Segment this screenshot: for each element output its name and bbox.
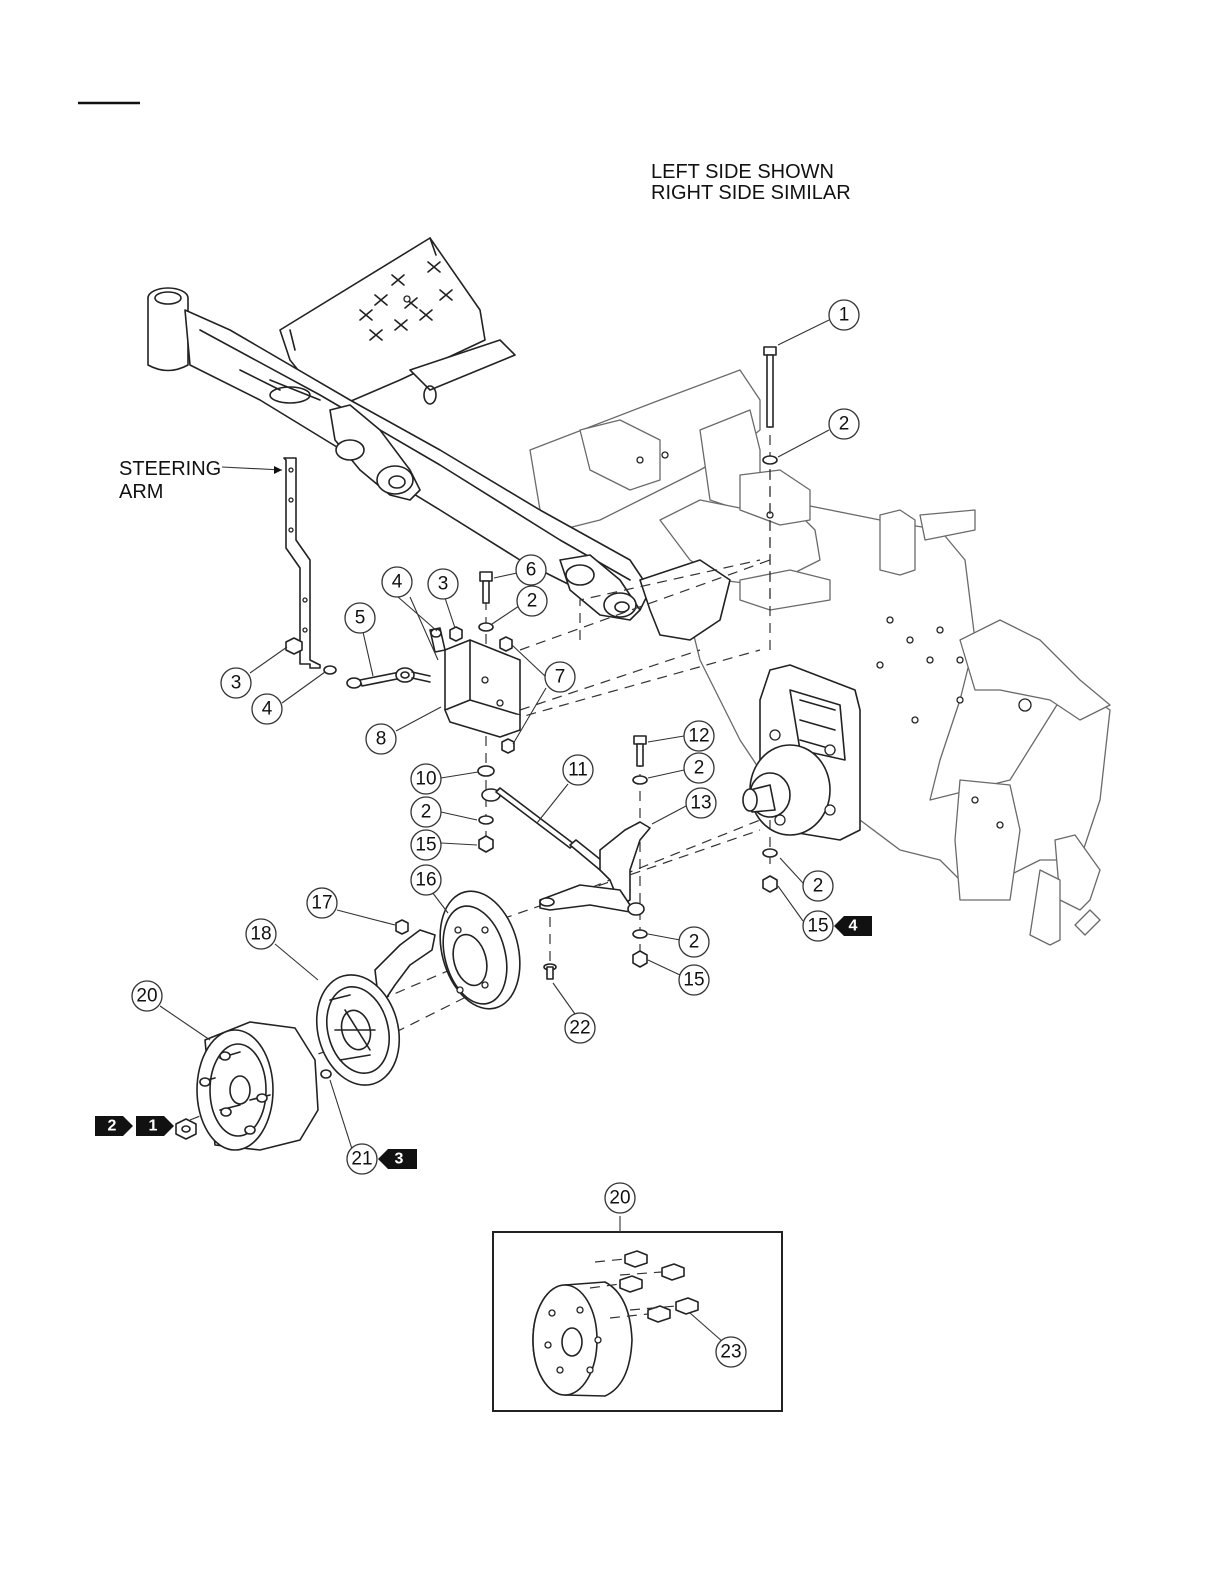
svg-text:4: 4 (262, 699, 273, 720)
svg-text:4: 4 (392, 572, 403, 593)
svg-text:2: 2 (694, 758, 705, 779)
svg-text:2: 2 (813, 876, 824, 897)
svg-text:5: 5 (355, 608, 366, 629)
callout-7: 7 (545, 662, 575, 692)
svg-text:7: 7 (555, 667, 566, 688)
svg-text:3: 3 (395, 1151, 404, 1168)
svg-text:1: 1 (839, 305, 850, 326)
svg-text:16: 16 (415, 870, 436, 891)
callout-1: 1 (829, 300, 859, 330)
callout-21: 21 (347, 1144, 377, 1174)
callout-2: 2 (684, 753, 714, 783)
svg-text:10: 10 (415, 769, 436, 790)
detail-box (493, 1232, 782, 1411)
callout-17: 17 (307, 888, 337, 918)
svg-text:3: 3 (231, 673, 242, 694)
callout-18: 18 (246, 919, 276, 949)
callout-4: 4 (382, 567, 412, 597)
svg-text:21: 21 (351, 1149, 372, 1170)
callout-11: 11 (563, 755, 593, 785)
note-flag-3: 3 (378, 1149, 417, 1169)
svg-text:2: 2 (527, 591, 538, 612)
svg-text:20: 20 (609, 1188, 630, 1209)
svg-text:2: 2 (689, 932, 700, 953)
svg-text:12: 12 (688, 726, 709, 747)
callout-22: 22 (565, 1013, 595, 1043)
callout-23: 23 (716, 1337, 746, 1367)
callout-2: 2 (679, 927, 709, 957)
lug-nut (176, 1119, 196, 1139)
svg-text:15: 15 (807, 916, 828, 937)
mount-bracket (430, 627, 520, 753)
svg-text:23: 23 (720, 1342, 741, 1363)
svg-text:2: 2 (108, 1118, 117, 1135)
steering-arm (284, 458, 320, 668)
callout-3: 3 (221, 668, 251, 698)
brake-drum (197, 1022, 318, 1150)
svg-text:22: 22 (569, 1018, 590, 1039)
callout-4: 4 (252, 694, 282, 724)
svg-text:17: 17 (311, 893, 332, 914)
steering-arm-label-line1: STEERING (119, 458, 221, 480)
callout-15: 15 (679, 965, 709, 995)
svg-text:15: 15 (415, 835, 436, 856)
side-note-line2: RIGHT SIDE SIMILAR (651, 182, 851, 204)
note-flag-2: 2 (95, 1116, 133, 1136)
svg-text:8: 8 (376, 729, 387, 750)
steering-arm-label-line2: ARM (119, 481, 163, 503)
svg-text:18: 18 (250, 924, 271, 945)
svg-text:6: 6 (526, 560, 537, 581)
callout-20: 20 (132, 981, 162, 1011)
callout-2: 2 (517, 586, 547, 616)
callout-6: 6 (516, 555, 546, 585)
side-note-line1: LEFT SIDE SHOWN (651, 161, 834, 183)
note-flag-4: 4 (834, 916, 872, 936)
callout-2: 2 (829, 409, 859, 439)
callout-12: 12 (684, 721, 714, 751)
callout-2: 2 (411, 797, 441, 827)
svg-text:11: 11 (568, 760, 588, 781)
callout-20: 20 (605, 1183, 635, 1213)
svg-text:15: 15 (683, 970, 704, 991)
svg-text:20: 20 (136, 986, 157, 1007)
bolt-22 (544, 964, 556, 979)
callout-5: 5 (345, 603, 375, 633)
svg-text:2: 2 (839, 414, 850, 435)
brake-assembly (305, 920, 435, 1094)
callout-16: 16 (411, 865, 441, 895)
callout-13: 13 (686, 788, 716, 818)
callout-8: 8 (366, 724, 396, 754)
callout-2: 2 (803, 871, 833, 901)
svg-text:1: 1 (149, 1118, 158, 1135)
callout-15: 15 (803, 911, 833, 941)
note-flag-1: 1 (136, 1116, 174, 1136)
svg-text:2: 2 (421, 802, 432, 823)
backing-plate (428, 882, 532, 1018)
svg-text:13: 13 (690, 793, 711, 814)
tie-rod-link (347, 668, 430, 688)
callout-3: 3 (428, 569, 458, 599)
svg-text:3: 3 (438, 574, 449, 595)
callout-15: 15 (411, 830, 441, 860)
callout-10: 10 (411, 764, 441, 794)
svg-text:4: 4 (849, 918, 858, 935)
bolt-1 (763, 347, 777, 464)
